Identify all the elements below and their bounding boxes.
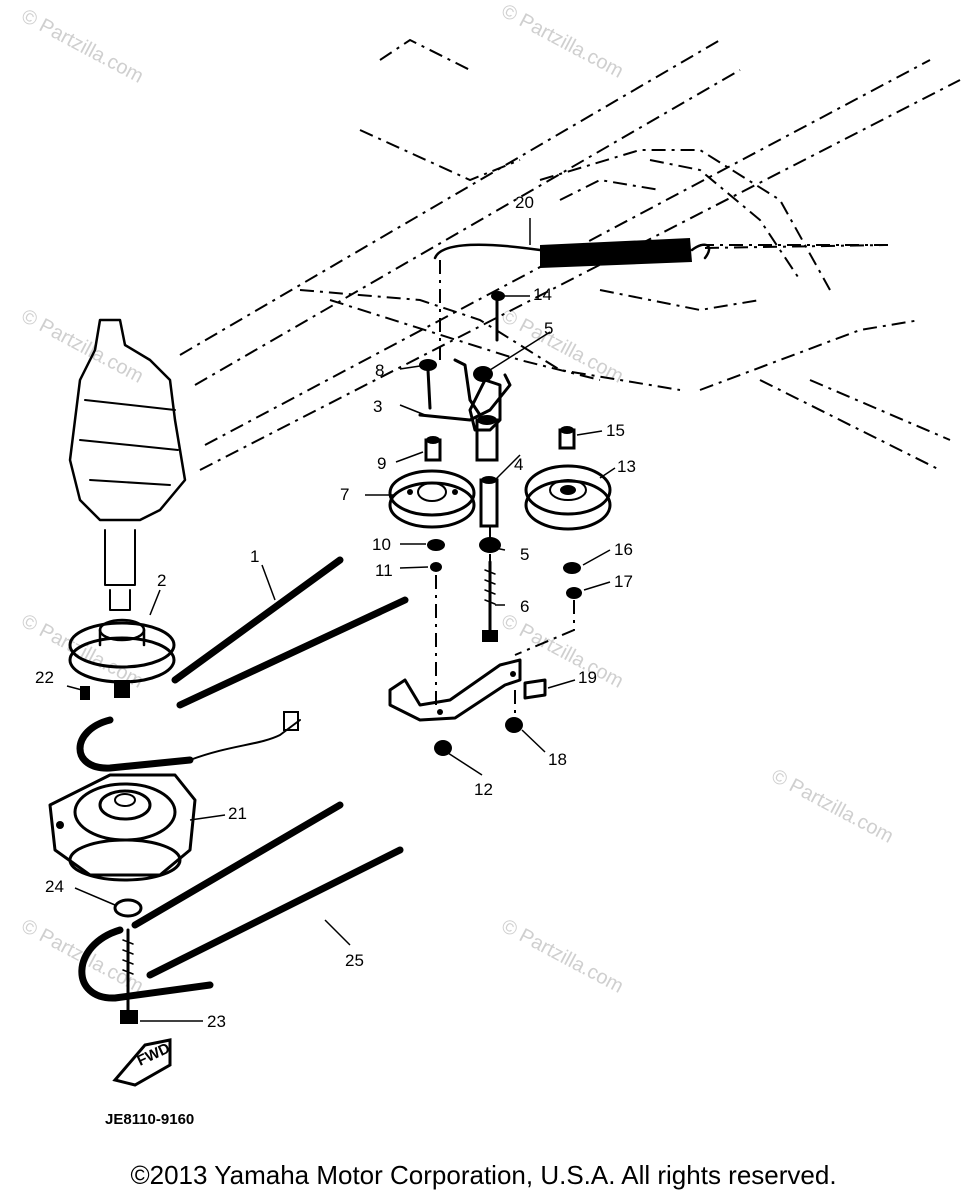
spacer-9-part bbox=[424, 436, 442, 462]
washer-24-part bbox=[113, 898, 143, 918]
callout-21: 21 bbox=[228, 804, 247, 823]
nut-11-part bbox=[430, 562, 442, 572]
tension-spring bbox=[433, 238, 886, 360]
watermark: © Partzilla.com bbox=[498, 0, 627, 83]
copyright-footer: ©2013 Yamaha Motor Corporation, U.S.A. A… bbox=[130, 1160, 837, 1190]
nut-12-part bbox=[434, 740, 452, 756]
idler-pulley-7 bbox=[388, 469, 476, 529]
callout-18: 18 bbox=[548, 750, 567, 769]
crank-pulley bbox=[68, 618, 176, 698]
idler-pulley-13 bbox=[524, 464, 612, 531]
watermark: © Partzilla.com bbox=[498, 305, 627, 388]
callout-3: 3 bbox=[373, 397, 382, 416]
callout-24: 24 bbox=[45, 877, 64, 896]
callout-16: 16 bbox=[614, 540, 633, 559]
callout-labels: 1 2 3 4 5 5 6 7 8 9 10 11 12 13 14 15 16… bbox=[35, 193, 636, 1031]
washer-10-part bbox=[427, 539, 445, 551]
callout-5-lower: 5 bbox=[520, 545, 529, 564]
shaft-4-part bbox=[479, 476, 499, 528]
callout-2: 2 bbox=[157, 571, 166, 590]
callout-1: 1 bbox=[250, 547, 259, 566]
nut-5-part bbox=[473, 366, 493, 382]
belt-1 bbox=[76, 556, 409, 772]
fwd-arrow: FWD bbox=[112, 1038, 173, 1087]
callout-14: 14 bbox=[533, 285, 552, 304]
idler-arm bbox=[418, 358, 512, 462]
callout-11: 11 bbox=[375, 561, 393, 580]
callout-20: 20 bbox=[515, 193, 534, 212]
pto-clutch bbox=[48, 773, 197, 882]
watermark: © Partzilla.com bbox=[18, 5, 147, 88]
spacer-15-part bbox=[558, 426, 576, 450]
belt-25 bbox=[78, 801, 404, 1002]
leader-lines bbox=[66, 218, 616, 1022]
engine-crankshaft bbox=[68, 318, 187, 611]
key-22-part bbox=[80, 686, 90, 700]
callout-7: 7 bbox=[340, 485, 349, 504]
callout-10: 10 bbox=[372, 535, 391, 554]
callout-4: 4 bbox=[514, 455, 523, 474]
callout-13: 13 bbox=[617, 457, 636, 476]
callout-25: 25 bbox=[345, 951, 364, 970]
callout-6: 6 bbox=[520, 597, 529, 616]
watermark: © Partzilla.com bbox=[498, 915, 627, 998]
callout-19: 19 bbox=[578, 668, 597, 687]
idler-bracket bbox=[388, 658, 547, 722]
watermark: © Partzilla.com bbox=[768, 765, 897, 848]
callout-8: 8 bbox=[375, 361, 384, 380]
callout-23: 23 bbox=[207, 1012, 226, 1031]
bolt-14-part bbox=[491, 291, 505, 342]
drawing-code: JE8110-9160 bbox=[105, 1111, 194, 1128]
callout-5-upper: 5 bbox=[544, 319, 553, 338]
callout-22: 22 bbox=[35, 668, 54, 687]
callout-17: 17 bbox=[614, 572, 633, 591]
callout-12: 12 bbox=[474, 780, 493, 799]
nut-18-part bbox=[505, 717, 523, 733]
bolt-8-part bbox=[419, 359, 437, 410]
callout-9: 9 bbox=[377, 454, 386, 473]
bolt-6-part bbox=[482, 560, 498, 642]
nut-17-part bbox=[566, 587, 582, 599]
washer-16-part bbox=[563, 562, 581, 574]
watermark-group: © Partzilla.com © Partzilla.com © Partzi… bbox=[18, 0, 897, 998]
callout-15: 15 bbox=[606, 421, 625, 440]
